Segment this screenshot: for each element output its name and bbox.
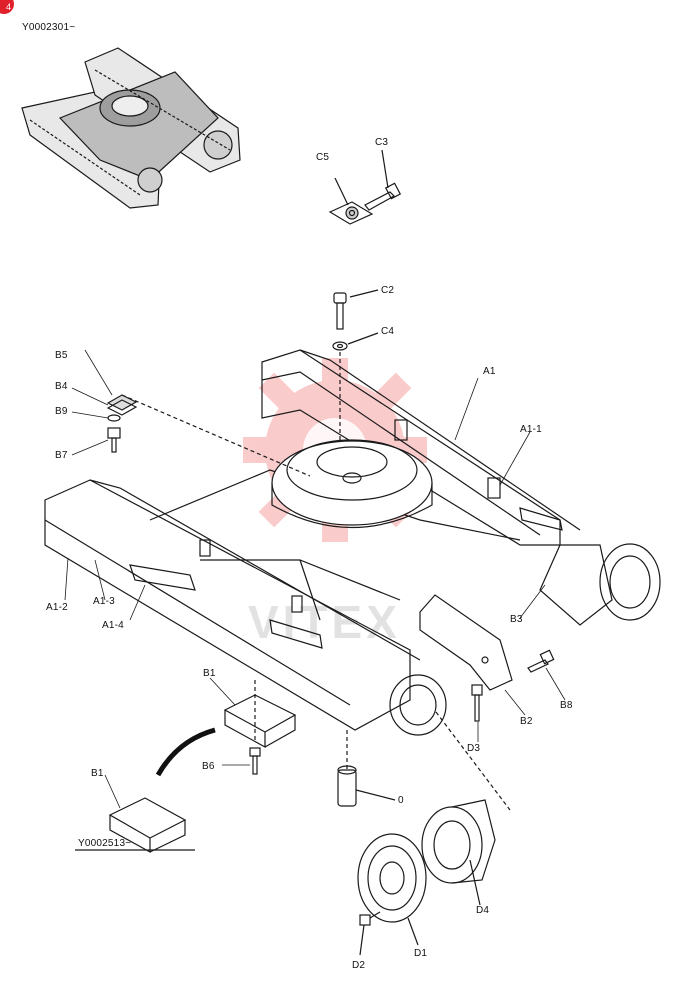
callout-b2: B2 [520,716,533,727]
callout-b4: B4 [55,381,68,392]
part-c3-bolt [364,149,402,211]
callout-a1-1: A1-1 [520,424,542,435]
part-b6-bolt [249,747,261,775]
part-b1-bracket-bottom [108,797,187,854]
part-b8-bolt [527,649,555,673]
leader-lines [64,349,566,809]
part-c5-plate [328,177,374,225]
callout-b7: B7 [55,450,68,461]
part-d4-motor [421,799,496,906]
callout-c3: C3 [375,137,389,148]
part-b9-washer [107,414,121,422]
callout-a1-3: A1-3 [93,596,115,607]
callout-b8: B8 [560,700,573,711]
callout-c2: C2 [381,285,395,296]
callout-b1-top: B1 [203,668,216,679]
serial-range-bottom: Y0002513~ [78,838,132,849]
callout-d2: D2 [352,960,366,971]
callout-d1: D1 [414,948,428,959]
main-frame-a1 [44,349,661,736]
callout-d4: D4 [476,905,490,916]
serial-range-top: Y0002301~ [22,22,76,33]
callout-b1-bottom: B1 [91,768,104,779]
callout-d3: D3 [467,743,481,754]
callout-a1: A1 [483,366,496,377]
callout-b6: B6 [202,761,215,772]
part-d3-bolt [471,684,483,722]
callout-c4: C4 [381,326,395,337]
part-b2-cover [419,594,513,691]
part-0-swivel [337,730,396,807]
callout-c5: C5 [316,152,330,163]
page-badge: 4 [0,0,14,14]
callout-b9: B9 [55,406,68,417]
callout-a1-2: A1-2 [46,602,68,613]
callout-a1-4: A1-4 [102,620,124,631]
callout-0: 0 [398,795,404,806]
curved-arrow [155,727,216,777]
callout-b3: B3 [510,614,523,625]
part-d2-bolt [359,911,381,956]
part-d1-sprocket [357,833,427,946]
undercarriage-thumbnail [21,47,241,209]
callout-b5: B5 [55,350,68,361]
part-b7-bolt [107,427,121,453]
part-c2-bolt [333,289,379,330]
part-b1-bracket-top [223,694,297,749]
part-b4-b5-bracket [106,394,138,416]
